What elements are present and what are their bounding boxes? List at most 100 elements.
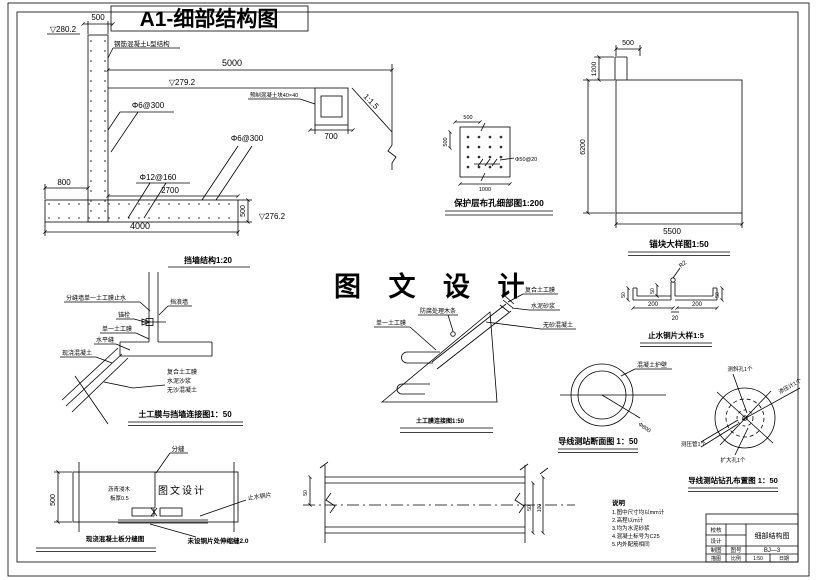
ws-50a: 50	[621, 292, 627, 298]
conn-l2: 挡浪墙	[170, 298, 188, 306]
borehole-layout-detail: 测斜孔1个 渗压计1个 测压管1个 扩大孔1个 导线测站钻孔布置图 1：50	[681, 365, 803, 492]
stsec-l1: 混凝土护壁	[637, 361, 667, 369]
wall-section-detail: 500 ▽280.2 钢筋混凝土L型结构 5000 ▽279.2 预制混凝土块4…	[43, 13, 397, 268]
rebar-vertical: Φ6@300	[132, 101, 165, 110]
pipe-d3: 100	[537, 504, 543, 513]
dim-5000: 5000	[222, 58, 242, 68]
caption-waterstop: 止水铜片大样1:5	[648, 330, 704, 340]
slab-wood1: 沥青浸木	[108, 485, 131, 493]
membrane-joint-detail: 单一土工膜 防腐处理木条 复合土工膜 水泥砂浆 无砂混凝土 土工膜连接图1:50	[374, 286, 576, 433]
note-5: 5.内外配筋相同	[612, 540, 650, 548]
dim-4000: 4000	[130, 221, 150, 231]
tb-draft: 制图	[710, 546, 722, 554]
conn-l4: 单一土工膜	[102, 325, 132, 333]
tb-drawing-no: BJ—3	[764, 548, 781, 554]
joint-l2: 防腐处理木条	[420, 307, 456, 315]
caption-anchor: 锚块大样图1:50	[649, 239, 709, 249]
conn-l1: 分缝墙单一土工膜止水	[66, 294, 126, 302]
rebar-horizontal: Φ6@300	[231, 134, 264, 143]
caption-borehole-layout: 导线测站钻孔布置图 1：50	[688, 475, 778, 485]
ws-20: 20	[672, 316, 679, 322]
membrane-wall-connection-detail: 分缝墙单一土工膜止水 挡浪墙 锚栓 单一土工膜 水平缝 现浇混凝土 复合土工膜 …	[60, 272, 243, 426]
dim-2700: 2700	[161, 186, 179, 195]
ws-200b: 200	[692, 302, 703, 308]
pipe-plan-detail: 50 50 100	[303, 461, 575, 543]
dim-800: 800	[57, 178, 71, 187]
caption-holes: 保护层布孔细部图1:200	[453, 198, 544, 208]
joint-l1: 单一土工膜	[376, 319, 406, 327]
stplan-l2: 渗压计1个	[777, 376, 803, 396]
pipe-d2: 50	[527, 505, 533, 511]
conn-l5: 水平缝	[96, 336, 114, 344]
rebar-footing: Φ12@160	[140, 173, 177, 182]
tb-scale-label: 比例	[731, 555, 741, 562]
slab-watermark: 图文设计	[158, 484, 206, 497]
dim-bottom: 1000	[479, 187, 491, 193]
tb-design: 设计	[710, 537, 722, 545]
slab-strip-label: 止水铜片	[247, 491, 272, 502]
waterstop-detail: R2 50 50 50 200 200 20 止水铜片大样1:5	[621, 260, 724, 347]
station-section-detail: Φ800 混凝土护壁 导线测站断面图 1：50	[558, 361, 672, 453]
elev-ground: ▽279.2	[169, 78, 196, 87]
stplan-l4: 扩大孔1个	[720, 456, 746, 464]
tb-no-label: 图号	[730, 546, 742, 554]
dim-1200: 1200	[591, 61, 598, 76]
joint-l3: 复合土工膜	[525, 286, 555, 294]
slab-joint-detail: 500 分缝 沥青浸木 板厚0.5 图文设计 止水铜片 现浇混凝土板分缝图 未设…	[36, 444, 272, 552]
slab-dim-500: 500	[50, 494, 57, 506]
joint-l5: 无砂混凝土	[543, 321, 573, 329]
joint-l4: 水泥砂浆	[531, 302, 555, 310]
notes-block: 说明 1.图中尺寸均以mm计 2.高程以m计 3.均为水泥砂浆 4.混凝土标号为…	[612, 498, 665, 548]
title-box	[110, 5, 309, 32]
conn-l6: 现浇混凝土	[62, 349, 92, 357]
center-watermark: 图 文 设 计	[334, 271, 535, 302]
label-hole: Φ50@20	[515, 157, 537, 163]
dim-h500: 500	[240, 205, 247, 217]
tb-trace: 描图	[711, 555, 721, 562]
tb-scale-value: 1:50	[753, 556, 763, 562]
stplan-l1: 测斜孔1个	[727, 365, 753, 373]
dim-wall-thickness: 500	[91, 13, 105, 22]
caption-station-section: 导线测站断面图 1：50	[558, 436, 638, 446]
label-structure: 钢筋混凝土L型结构	[114, 39, 170, 48]
dim-6200: 6200	[580, 139, 587, 155]
caption-conn: 土工膜与挡墙连接图1：50	[138, 409, 232, 419]
ws-200a: 200	[648, 302, 659, 308]
label-precast: 预制混凝土块40×40	[250, 91, 298, 99]
drawing-title: A1-细部结构图	[110, 5, 309, 32]
ws-r2: R2	[678, 260, 688, 270]
dim-700: 700	[324, 132, 338, 141]
elev-base: ▽276.2	[259, 212, 286, 221]
stplan-l3: 测压管1个	[681, 440, 707, 448]
caption-slab-left: 现浇混凝土板分缝图	[86, 534, 145, 543]
ws-50c: 50	[715, 292, 721, 298]
dim-5500: 5500	[663, 227, 681, 236]
note-2: 2.高程以m计	[612, 516, 644, 524]
note-3: 3.均为水泥砂浆	[612, 524, 650, 532]
note-4: 4.混凝土标号为C25	[612, 532, 660, 540]
tb-drawing-name: 细部结构图	[755, 531, 790, 540]
caption-wall: 挡墙结构1:20	[184, 255, 233, 265]
page-title: A1-细部结构图	[140, 7, 279, 31]
caption-joint: 土工膜连接图1:50	[416, 417, 465, 425]
stsec-dia: Φ800	[637, 422, 652, 435]
caption-slab-right: 未设铜片处伸缩缝2.0	[187, 536, 248, 545]
conn-l9: 无沙混凝土	[167, 386, 197, 394]
slab-wood2: 板厚0.5	[110, 494, 129, 502]
dim-500: 500	[622, 40, 634, 47]
anchor-block-detail: 500 1200 6200 5500 锚块大样图1:50	[580, 40, 744, 256]
note-1: 1.图中尺寸均以mm计	[612, 508, 665, 516]
conn-l8: 水泥沙浆	[167, 377, 191, 385]
border-frame	[7, 2, 810, 577]
title-block: 校核 设计 细部结构图 制图 图号 BJ—3 描图 比例 1:50 日期	[705, 513, 799, 563]
conn-l7: 复合土工膜	[167, 368, 197, 376]
ws-50b: 50	[650, 288, 656, 294]
tb-check: 校核	[710, 526, 722, 534]
elev-top: ▽280.2	[50, 25, 77, 34]
conn-l3: 锚栓	[118, 311, 130, 319]
hole-grid	[466, 135, 503, 169]
slab-joint-label: 分缝	[172, 444, 186, 453]
notes-title: 说明	[612, 498, 626, 507]
protection-holes-detail: 500 500 Φ50@20 1000 保护层布孔细部图1:200	[443, 115, 553, 216]
